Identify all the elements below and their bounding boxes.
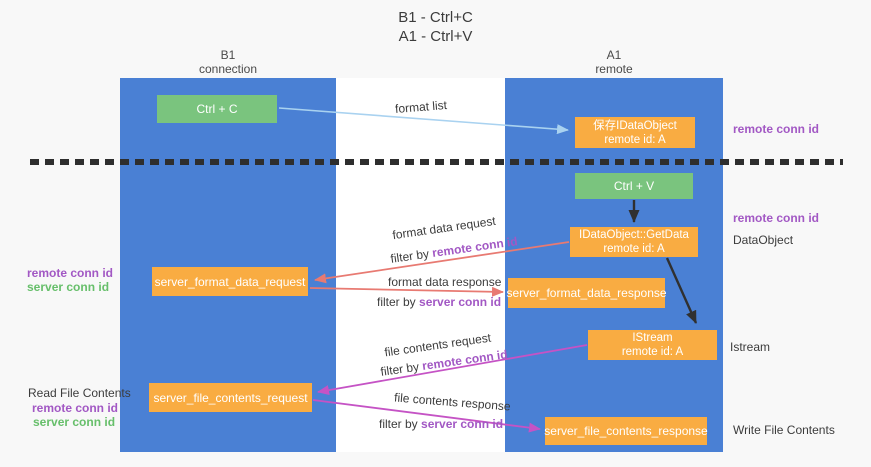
title-line-1: B1 - Ctrl+C bbox=[398, 9, 473, 26]
remote-conn-id-annotation-left-1: remote conn id bbox=[27, 266, 114, 280]
server-conn-id-annotation-left-1: server conn id bbox=[27, 280, 110, 294]
remote-conn-id-annotation-left-2: remote conn id bbox=[32, 401, 119, 415]
getdata-line1: IDataObject::GetData bbox=[579, 229, 689, 241]
format-data-response-label: format data response bbox=[388, 275, 502, 289]
lifeline-b1-name: B1 bbox=[220, 48, 236, 62]
server-file-contents-request-box: server_file_contents_request bbox=[149, 383, 312, 412]
server-conn-id-highlight: server conn id bbox=[419, 295, 502, 309]
lifeline-a1-role: remote bbox=[595, 62, 633, 76]
istream-annotation: Istream bbox=[730, 340, 771, 354]
save-idataobject-line2: remote id: A bbox=[604, 133, 666, 146]
title-line-2: A1 - Ctrl+V bbox=[398, 28, 473, 45]
remote-conn-id-annotation-mid-right: remote conn id bbox=[733, 211, 820, 225]
filter-prefix: filter by bbox=[379, 417, 422, 431]
ctrl-v-event-box: Ctrl + V bbox=[575, 173, 693, 199]
server-format-data-response-box: server_format_data_response bbox=[506, 278, 667, 308]
ctrl-c-event-box: Ctrl + C bbox=[157, 95, 277, 123]
istream-line2: remote id: A bbox=[621, 346, 684, 358]
ctrl-c-label: Ctrl + C bbox=[196, 102, 238, 116]
remote-conn-id-annotation-top-right: remote conn id bbox=[733, 122, 820, 136]
server-conn-id-highlight: server conn id bbox=[421, 417, 504, 431]
filter-by-server-conn-id-label-1: filter by server conn id bbox=[377, 295, 501, 309]
istream-box: IStream remote id: A bbox=[588, 330, 717, 360]
istream-line1: IStream bbox=[632, 332, 673, 344]
save-idataobject-box: 保存IDataObject remote id: A bbox=[575, 117, 695, 148]
lifeline-b1-role: connection bbox=[198, 62, 258, 76]
diagram-title: B1 - Ctrl+C A1 - Ctrl+V bbox=[0, 8, 871, 46]
server-file-contents-response-label: server_file_contents_response bbox=[544, 424, 708, 438]
server-format-data-request-label: server_format_data_request bbox=[154, 274, 306, 289]
lifeline-a1-name: A1 bbox=[606, 48, 622, 62]
read-file-contents-annotation: Read File Contents bbox=[28, 386, 131, 400]
server-file-contents-request-label: server_file_contents_request bbox=[153, 390, 308, 405]
phase-separator-dashed-line bbox=[30, 159, 843, 165]
write-file-contents-annotation: Write File Contents bbox=[733, 423, 835, 437]
save-idataobject-line1: 保存IDataObject bbox=[593, 119, 677, 132]
server-format-data-response-label: server_format_data_response bbox=[506, 286, 667, 300]
dataobject-annotation: DataObject bbox=[733, 233, 794, 247]
getdata-line2: remote id: A bbox=[603, 243, 665, 255]
lifeline-header-a1: A1 remote bbox=[505, 48, 723, 76]
filter-by-server-conn-id-label-2: filter by server conn id bbox=[379, 417, 503, 431]
ctrl-v-label: Ctrl + V bbox=[613, 179, 655, 193]
filter-prefix: filter by bbox=[377, 295, 420, 309]
lifeline-header-b1: B1 connection bbox=[120, 48, 336, 76]
idataobject-getdata-box: IDataObject::GetData remote id: A bbox=[570, 227, 698, 257]
server-format-data-request-box: server_format_data_request bbox=[152, 267, 308, 296]
server-conn-id-annotation-left-2: server conn id bbox=[33, 415, 116, 429]
server-file-contents-response-box: server_file_contents_response bbox=[544, 417, 708, 445]
